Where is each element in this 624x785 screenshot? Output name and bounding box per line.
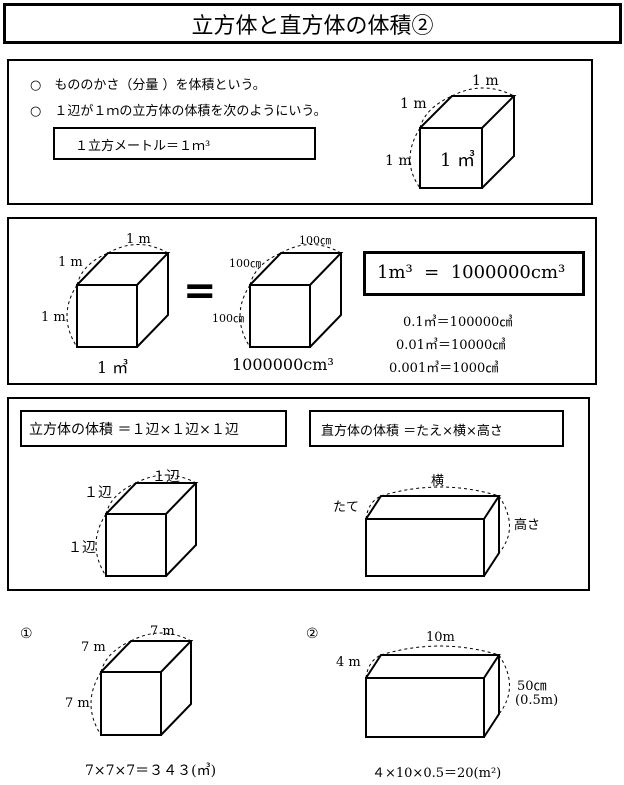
formula-cuboid-top [365,495,501,520]
formula-cube-side [165,483,197,577]
right-cube-brace-top [280,244,342,254]
intro-cube-side-label: 1 m [385,153,412,169]
formula-cube-front [105,513,167,577]
formula-cuboid-brace-left [365,495,382,520]
example-2-answer: ４×10×0.5＝20(m²) [372,766,502,781]
conversion-line-1: 0.1㎥＝100000㎤ [403,315,513,330]
example-2-left-label: 4 m [336,655,361,670]
left-cube-left-label: 1 m [58,255,83,270]
conversion-section [7,217,597,385]
intro-bullet-2: ○ １辺が１ｍの立方体の体積を次のようにいう。 [30,104,327,119]
intro-cube-top [419,95,517,129]
intro-cube-brace-top [451,87,515,97]
formula-cube-brace-left [105,482,137,515]
left-cube-side [136,253,169,348]
intro-cube-top-label: 1 m [472,73,499,89]
formula-cube-side-label: １辺 [68,540,96,556]
conversion-line-3: 0.001㎥＝1000㎤ [389,361,499,376]
example-cuboid-front [365,677,485,738]
right-cube-top-label: 100㎝ [299,234,331,247]
big-formula-text: 1m³ = 1000000cm³ [377,262,566,283]
example-cube-brace-side [90,671,102,736]
example-2-top-label: 10m [426,630,455,645]
right-cube-brace-side [239,284,251,348]
left-cube-side-label: 1 m [41,310,66,325]
left-cube-top [76,252,171,286]
example-cube-front [100,671,162,736]
formula-section [7,397,590,591]
formula-cube-brace-top [135,474,197,484]
formula-cuboid-brace-top [380,486,500,497]
example-cuboid-brace-left [365,654,382,679]
left-cube-caption: 1 ㎥ [97,358,129,377]
definition-text: １立方メートル＝１ｍ³ [75,139,211,154]
right-cube-side-label: 100㎝ [212,312,244,325]
right-cube-caption: 1000000cm³ [232,355,334,374]
example-2-number: ② [306,626,319,642]
example-2-side-label-1: 50㎝ [517,679,547,694]
intro-cube-left-label: 1 m [400,96,427,112]
example-cuboid-side [483,655,500,738]
intro-cube-side [481,96,515,189]
formula-cube-top [105,482,199,515]
formula-cuboid-front [365,518,485,577]
formula-cuboid-brace-side [498,495,510,554]
intro-cube-front [419,127,483,189]
example-cube-brace-top [130,632,192,642]
right-cube-front [249,284,311,348]
right-cube-left-label: 100㎝ [229,257,261,270]
formula-cube-left-label: １辺 [84,485,112,501]
equals-sign: = [183,268,217,314]
left-cube-brace-top [107,244,169,254]
example-cuboid-top [365,654,501,679]
cube-formula-box [20,410,287,447]
cuboid-formula-box [309,410,564,447]
formula-cuboid-side-label: 高さ [514,518,541,533]
example-1-answer: 7×7×7＝３４３(㎥) [85,763,217,779]
intro-cube-face-label: 1 ㎥ [440,150,476,171]
example-1-top-label: 7 m [150,624,175,639]
example-2-side-label-2: (0.5m) [515,693,559,708]
formula-cuboid-top-label: 横 [431,474,445,489]
left-cube-front [76,284,138,348]
intro-cube-brace-side [409,127,421,189]
formula-cube-top-label: １辺 [152,469,180,485]
example-1-left-label: 7 m [81,640,106,655]
example-cube-brace-left [100,640,132,673]
example-1-number: ① [20,626,33,642]
intro-section [7,59,593,205]
example-cuboid-brace-side [498,654,510,715]
right-cube-top [249,252,344,286]
intro-bullet-1: ○ もののかさ（分量 ）を体積という。 [30,78,266,93]
big-formula-box [363,251,585,296]
conversion-line-2: 0.01㎥＝10000㎤ [396,338,506,353]
definition-box [53,127,316,160]
intro-cube-brace-left [419,95,453,129]
cube-formula-text: 立方体の体積 ＝１辺×１辺×１辺 [29,422,239,438]
cuboid-formula-text: 直方体の体積 ＝たえ×横×高さ [321,424,503,439]
formula-cuboid-left-label: たて [333,500,360,515]
example-cube-side [160,641,192,736]
example-1-side-label: 7 m [65,696,90,711]
formula-cube-brace-side [95,513,107,577]
right-cube-side [309,253,342,348]
example-cube-top [100,640,194,673]
left-cube-top-label: 1 m [126,232,151,247]
page-title: 立方体と直方体の体積② [3,3,622,44]
left-cube-brace-side [66,284,78,348]
example-cuboid-brace-top [380,645,500,656]
